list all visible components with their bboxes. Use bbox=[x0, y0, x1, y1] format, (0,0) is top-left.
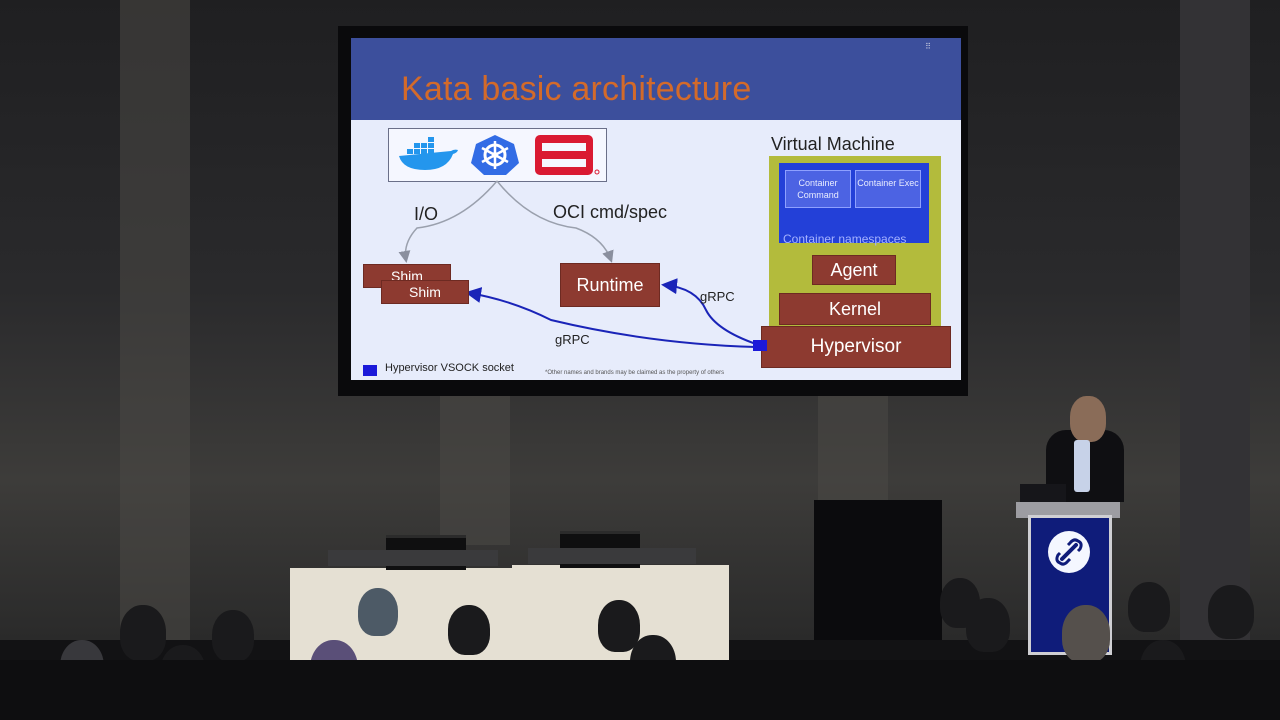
virtual-machine-label: Virtual Machine bbox=[771, 134, 895, 154]
audience-head bbox=[448, 605, 490, 655]
io-label: I/O bbox=[414, 204, 439, 224]
table-chairs-right bbox=[528, 548, 696, 564]
oci-label: OCI cmd/spec bbox=[553, 202, 668, 222]
slide-corner-mark: ⠿ bbox=[925, 42, 931, 51]
legend-swatch bbox=[363, 365, 377, 376]
audience-head bbox=[1208, 585, 1254, 639]
audience-head bbox=[598, 600, 640, 652]
container-exec-box: Container Exec bbox=[855, 170, 921, 208]
wall-pillar-center bbox=[440, 395, 510, 545]
audience-head bbox=[212, 610, 254, 662]
audience-head bbox=[1128, 582, 1170, 632]
wall-column-far-right bbox=[1180, 0, 1250, 640]
audience-shoulders bbox=[0, 660, 1280, 720]
laptop bbox=[1020, 484, 1066, 504]
container-platform-logos bbox=[388, 128, 607, 182]
slide-header-bar bbox=[351, 38, 961, 120]
agent-box: Agent bbox=[812, 255, 896, 285]
wall-pillar-left bbox=[120, 0, 190, 640]
docker-logo-icon bbox=[395, 134, 459, 176]
container-namespaces-label: Container namespaces bbox=[783, 232, 907, 246]
vsock-socket-marker bbox=[753, 340, 767, 351]
legend-label: Hypervisor VSOCK socket bbox=[385, 362, 514, 374]
table-chairs-left bbox=[328, 550, 498, 566]
openstack-logo-icon bbox=[533, 134, 601, 176]
podium-logo-icon bbox=[1048, 531, 1090, 573]
container-namespaces-box: Container Command Container Exec bbox=[779, 163, 929, 243]
container-command-box: Container Command bbox=[785, 170, 851, 208]
wall-pillar-right bbox=[818, 395, 888, 515]
audience-head bbox=[1062, 605, 1110, 663]
conference-badge bbox=[1074, 440, 1090, 492]
runtime-box: Runtime bbox=[560, 263, 660, 307]
audience-head bbox=[358, 588, 398, 636]
slide-title: Kata basic architecture bbox=[401, 70, 752, 108]
kernel-box: Kernel bbox=[779, 293, 931, 325]
podium-top bbox=[1016, 502, 1120, 518]
presentation-slide: Kata basic architecture ⠿ bbox=[351, 38, 961, 380]
speaker-head bbox=[1070, 396, 1106, 442]
grpc-label-bottom: gRPC bbox=[555, 332, 590, 347]
shim-box-front: Shim bbox=[381, 280, 469, 304]
draped-stand bbox=[814, 500, 942, 640]
hypervisor-box: Hypervisor bbox=[761, 326, 951, 368]
grpc-label-top: gRPC bbox=[700, 289, 735, 304]
kubernetes-logo-icon bbox=[467, 134, 523, 176]
audience-head bbox=[120, 605, 166, 661]
audience-head bbox=[966, 598, 1010, 652]
slide-footnote: *Other names and brands may be claimed a… bbox=[545, 370, 725, 376]
